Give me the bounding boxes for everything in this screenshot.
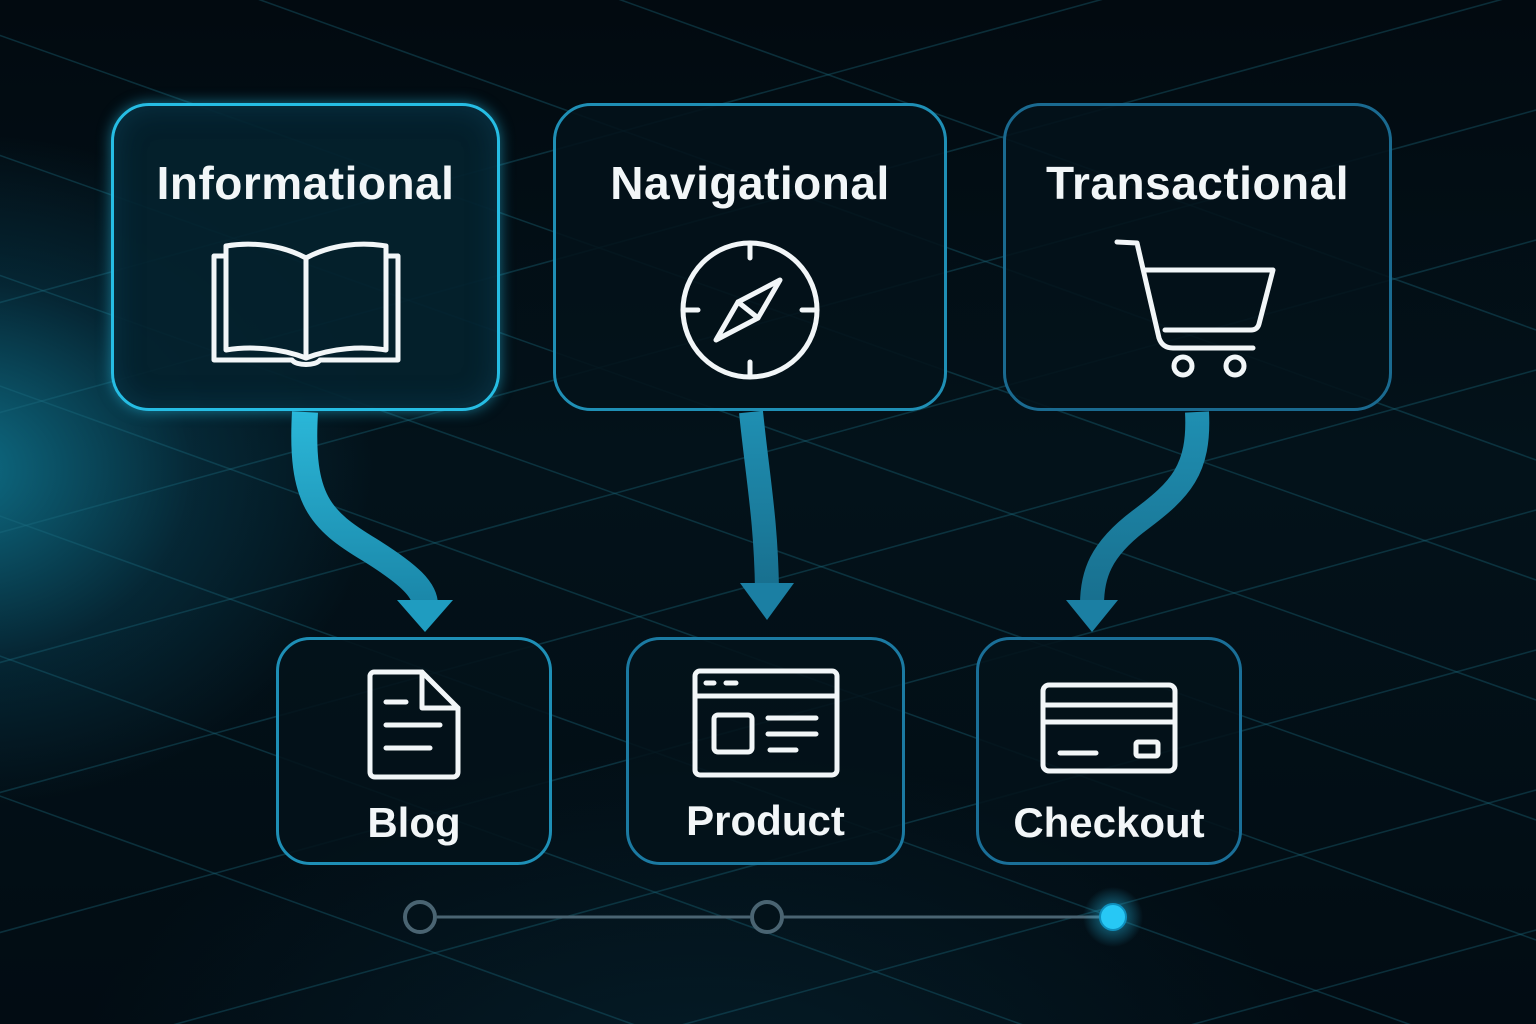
intent-title: Navigational bbox=[610, 157, 890, 209]
browser-window-icon bbox=[692, 668, 840, 783]
open-book-icon bbox=[210, 238, 402, 375]
compass-icon bbox=[678, 238, 822, 387]
intent-card-navigational: Navigational bbox=[553, 103, 947, 411]
destination-card-product: Product bbox=[626, 637, 905, 865]
step-dot-3-active[interactable] bbox=[1099, 903, 1127, 931]
step-dot-2[interactable] bbox=[750, 900, 784, 934]
destination-label: Product bbox=[686, 797, 845, 844]
credit-card-icon bbox=[1040, 682, 1178, 779]
intent-title: Transactional bbox=[1045, 157, 1350, 209]
destination-card-checkout: Checkout bbox=[976, 637, 1242, 865]
arrow-navigational-to-product bbox=[739, 410, 794, 620]
destination-card-blog: Blog bbox=[276, 637, 552, 865]
intent-card-informational: Informational bbox=[111, 103, 500, 411]
destination-label: Blog bbox=[367, 799, 461, 846]
arrow-transactional-to-checkout bbox=[1066, 411, 1210, 632]
intent-title: Informational bbox=[156, 157, 455, 209]
intent-card-transactional: Transactional bbox=[1003, 103, 1392, 411]
document-icon bbox=[366, 668, 462, 785]
destination-label: Checkout bbox=[1013, 799, 1205, 846]
arrow-informational-to-blog bbox=[291, 411, 453, 632]
shopping-cart-icon bbox=[1113, 238, 1283, 387]
step-dot-1[interactable] bbox=[403, 900, 437, 934]
